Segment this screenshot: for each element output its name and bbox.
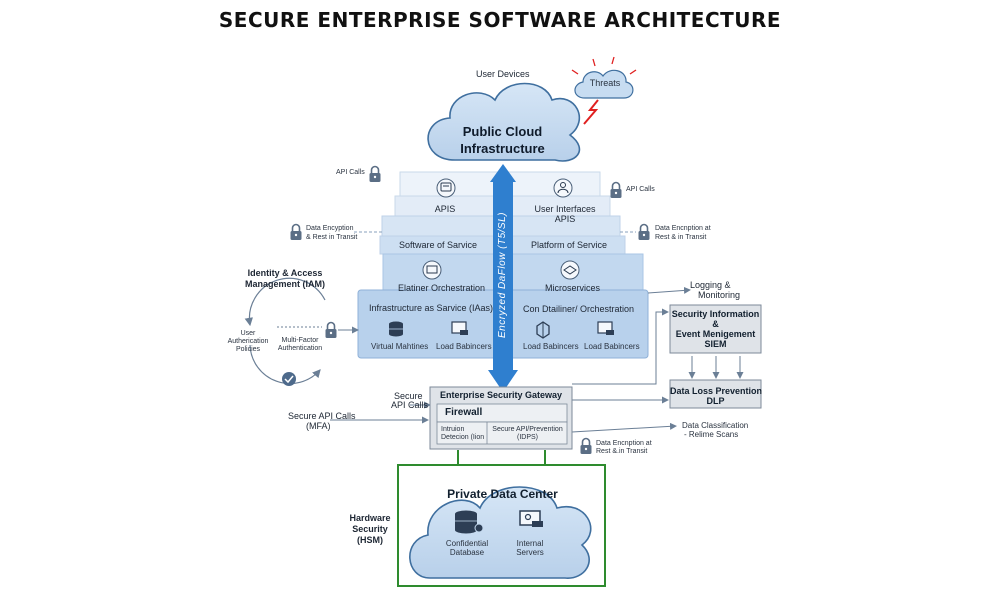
- data-encryption-left-label-2: & Rest in Transit: [306, 234, 358, 241]
- ids-label-2: Detecion (Iion: [441, 434, 485, 441]
- mfa-label-2: Authentication: [277, 345, 323, 352]
- mfa-label-1: Multi-Factor: [281, 337, 319, 344]
- classification-label-2: - Relime Scans: [684, 430, 739, 439]
- siem-label-2: &: [712, 319, 719, 329]
- api-calls-left-label: API Calls: [336, 169, 365, 176]
- private-data-center-border: [397, 464, 606, 587]
- security-gateway: [429, 386, 573, 450]
- hsm-label-2: Security: [352, 524, 388, 534]
- threats-label: Threats: [589, 78, 621, 88]
- hsm-label-3: (HSM): [357, 535, 383, 545]
- virtual-machines-label: Virtual Mahtines: [371, 342, 429, 351]
- user-interfaces-icon: [553, 178, 573, 198]
- load-balancers-label-1: Load Babincers: [436, 342, 492, 351]
- siem-box: [669, 304, 762, 354]
- public-cloud-title-1: Public Cloud: [462, 124, 543, 139]
- iam-cycle: [244, 277, 359, 386]
- dlp-label-2: DLP: [706, 396, 725, 406]
- database-label-2: Database: [449, 548, 485, 557]
- secure-api-mfa-label-1: Secure API Calls: [288, 411, 356, 421]
- logging-label-2: Monitoring: [698, 290, 741, 300]
- load-balancers-label-2: Load Babincers: [523, 342, 579, 351]
- threats-cloud: [571, 56, 637, 125]
- software-service-label: Software of Sarvice: [399, 240, 478, 250]
- apis-label: APIS: [434, 204, 456, 214]
- container-orchestration-icon: [422, 260, 442, 280]
- data-encryption-right-label-1: Data Encnption at: [655, 225, 711, 232]
- check-icon: [282, 372, 296, 386]
- page-title: SECURE ENTERPRISE SOFTWARE ARCHITECTURE: [218, 8, 782, 32]
- private-cloud: [409, 486, 592, 579]
- apis-icon: [436, 178, 456, 198]
- virtual-machines-icon: [389, 321, 403, 337]
- public-cloud-title-2: Infrastructure: [460, 141, 545, 156]
- user-devices-label: User Devices: [476, 69, 530, 79]
- user-auth-label-3: Policies: [235, 346, 261, 353]
- user-auth-label-1: User: [240, 330, 256, 337]
- microservices-label: Microservices: [545, 283, 601, 293]
- ips-label-1: Secure API/Prevention: [492, 426, 563, 433]
- platform-service-label: Platform of Service: [531, 240, 608, 250]
- load-balancers-label-3: Load Babincers: [584, 342, 640, 351]
- container-icon: [536, 321, 550, 339]
- data-encryption-lower-label-1: Data Encnption at: [596, 440, 652, 447]
- gateway-title: Enterprise Security Gateway: [439, 390, 563, 400]
- container-orchestration-2-label: Con Dtailiner/ Orchestration: [523, 304, 635, 314]
- iam-title-1: Identity & Access: [247, 268, 323, 278]
- server-icon: [519, 510, 543, 527]
- data-encryption-right-label-2: Rest & in Transit: [655, 234, 707, 241]
- lightning-icon: [583, 99, 599, 125]
- load-balancer-icon-2: [597, 321, 614, 335]
- public-cloud: [427, 82, 581, 162]
- logging-label-1: Logging &: [690, 280, 731, 290]
- classification-label-1: Data Classification: [682, 421, 749, 430]
- data-encryption-left-label-1: Data Encyption: [306, 225, 354, 232]
- firewall-label: Firewall: [445, 407, 483, 418]
- siem-label-3: Event Menigement: [675, 329, 756, 339]
- private-data-center-title: Private Data Center: [447, 487, 558, 501]
- microservices-icon: [560, 260, 580, 280]
- gateway-secure-api-label-1: Secure: [394, 391, 423, 401]
- mfa-lock: [324, 321, 338, 339]
- siem-label-1: Security Information: [671, 309, 760, 319]
- servers-label-1: Internal: [516, 539, 544, 548]
- api-calls-lock-left: [368, 165, 382, 183]
- hsm-label-1: Hardware: [349, 513, 391, 523]
- user-interfaces-label-1: User Interfaces: [534, 204, 596, 214]
- user-interfaces-label-2: APIS: [554, 214, 576, 224]
- api-calls-lock-right: [609, 181, 623, 199]
- dlp-label-1: Data Loss Prevention: [670, 386, 763, 396]
- iam-title-2: Management (IAM): [244, 279, 325, 289]
- secure-api-mfa-label-2: (MFA): [306, 421, 331, 431]
- gateway-secure-api-label-2: API Calls: [391, 400, 429, 410]
- data-encryption-lock-left: [289, 223, 303, 241]
- api-calls-right-label: API Calls: [626, 186, 655, 193]
- database-label-1: Confidential: [445, 539, 489, 548]
- ids-label-1: Intruion: [441, 426, 465, 433]
- data-encryption-lower-label-2: Rest &.in Transit: [596, 448, 648, 455]
- data-encryption-lock-lower: [579, 437, 593, 455]
- ips-label-2: (IDPS): [517, 434, 538, 441]
- database-icon: [455, 510, 484, 534]
- siem-label-4: SIEM: [704, 339, 727, 349]
- dlp-box: [669, 379, 762, 409]
- servers-label-2: Servers: [516, 548, 544, 557]
- user-auth-label-2: Autherication: [227, 338, 269, 345]
- iaas-label: Infrastructure as Sarvice (IAas): [369, 303, 494, 313]
- encrypted-data-flow-arrow: [488, 164, 518, 392]
- container-orchestration-label: Elatiner Orchestration: [398, 283, 486, 293]
- data-encryption-lock-right: [637, 223, 651, 241]
- load-balancer-icon: [451, 321, 468, 335]
- encrypted-flow-label: Encryzed DaFlow (T5/SL): [497, 212, 508, 338]
